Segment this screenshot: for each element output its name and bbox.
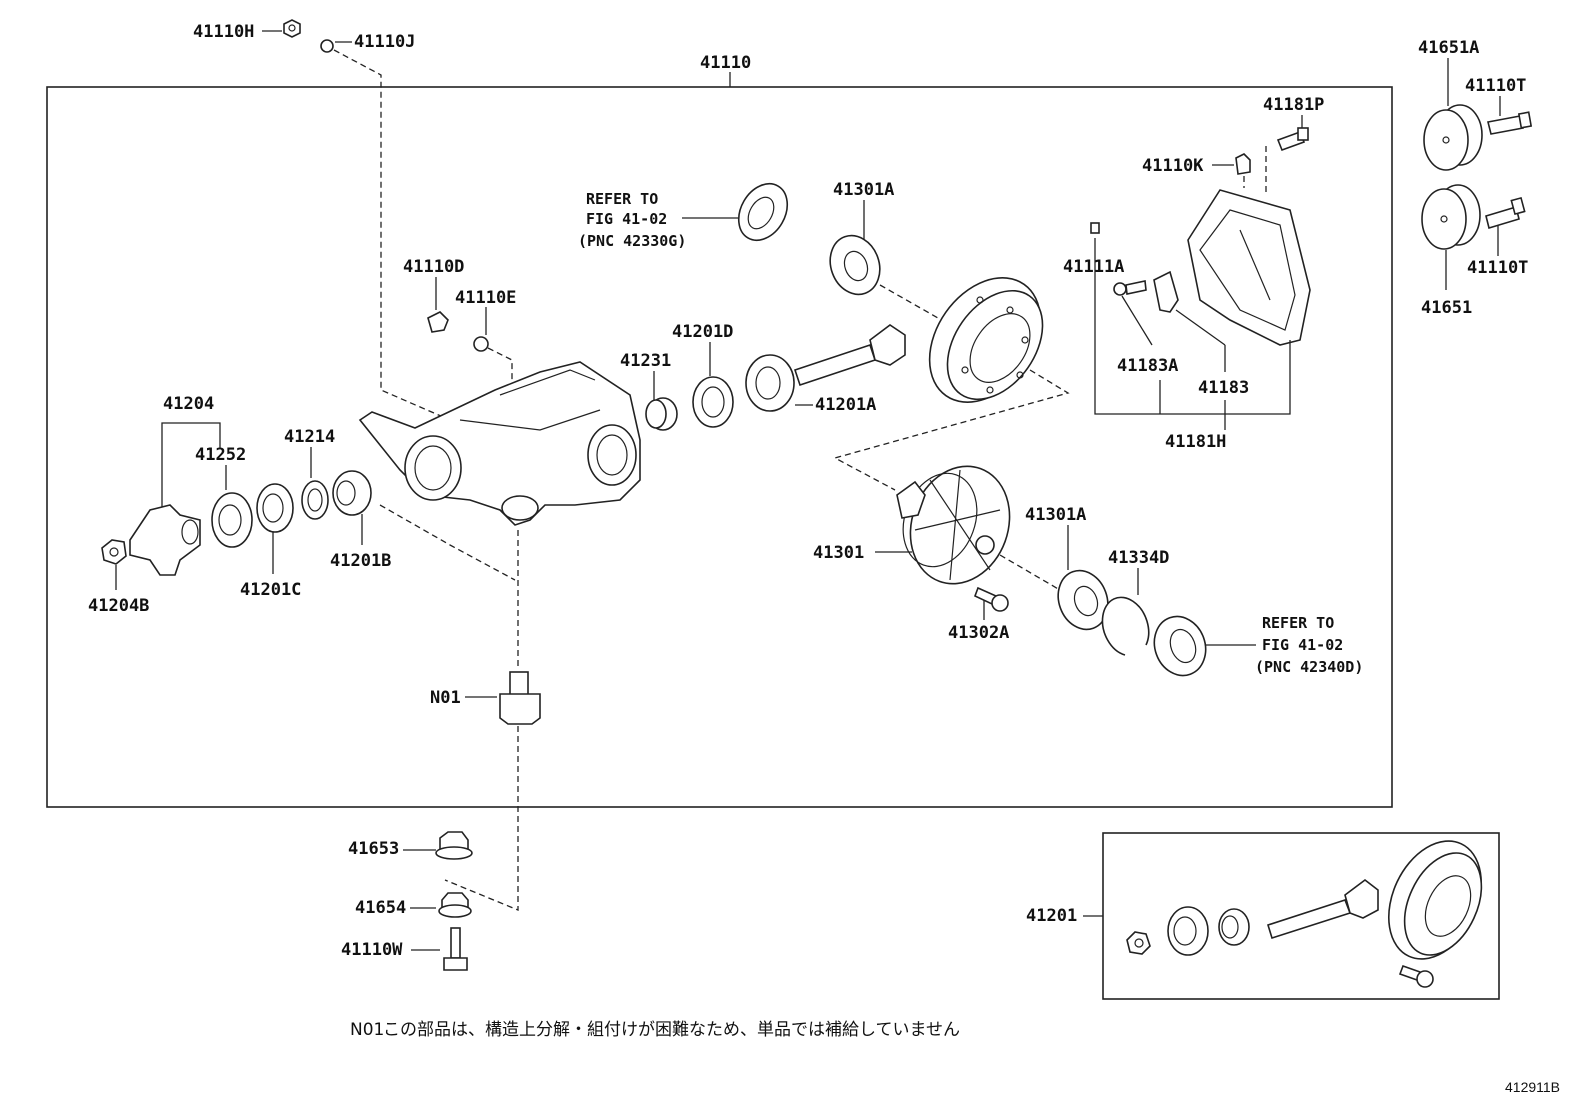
label-41110J[interactable]: 41110J [354, 32, 415, 52]
label-41110H[interactable]: 41110H [193, 22, 254, 42]
bolt-41302A-icon [973, 586, 1009, 612]
plate-41183-icon [1153, 270, 1179, 313]
label-41110E[interactable]: 41110E [455, 288, 516, 308]
spacer-41231-icon [645, 397, 678, 431]
diff-cover-icon [1187, 189, 1311, 346]
differential-case-icon [896, 465, 1011, 585]
label-41204B[interactable]: 41204B [88, 596, 149, 616]
differential-carrier-icon [358, 361, 641, 526]
label-N01[interactable]: N01 [430, 688, 461, 708]
label-41654[interactable]: 41654 [355, 898, 406, 918]
drive-pinion-icon [793, 324, 906, 387]
refer-right-line2: FIG 41-02 [1262, 636, 1343, 654]
refer-top-line2: FIG 41-02 [586, 210, 667, 228]
bearing-41201B-icon [332, 470, 372, 516]
dust-deflector-41252-icon [211, 492, 253, 548]
kit-bearing-a-icon [1167, 906, 1209, 956]
label-41301A-top[interactable]: 41301A [833, 180, 894, 200]
nut-41110H-icon [283, 19, 301, 38]
refer-right-line1: REFER TO [1262, 614, 1334, 632]
label-41110K[interactable]: 41110K [1142, 156, 1204, 176]
kit-bolt-icon [1398, 964, 1434, 988]
plug-41110D-icon [427, 311, 449, 333]
label-41653[interactable]: 41653 [348, 839, 399, 859]
cushion-41654-icon [438, 892, 472, 918]
bolt-41110T-b-icon [1485, 196, 1526, 230]
washer-41201D-icon [692, 376, 734, 428]
nut-41204B-icon [101, 539, 127, 565]
bolt-41183A-icon [1113, 280, 1147, 296]
label-41302A[interactable]: 41302A [948, 623, 1009, 643]
flange-41651A-icon [1423, 104, 1483, 171]
kit-nut-icon [1126, 931, 1151, 955]
oil-seal-top-icon [737, 182, 789, 242]
spacer-41214-icon [301, 480, 329, 520]
label-41183A[interactable]: 41183A [1117, 356, 1178, 376]
pin-41111A-icon [1090, 222, 1100, 234]
ring-gear-icon [928, 277, 1044, 403]
label-41334D[interactable]: 41334D [1108, 548, 1169, 568]
bearing-41301A-top-icon [829, 234, 881, 296]
figure-id: 412911B [1505, 1079, 1560, 1095]
kit-spacer-icon [1218, 908, 1250, 946]
label-41201A[interactable]: 41201A [815, 395, 876, 415]
stopper-41653-icon [435, 831, 473, 860]
label-41231[interactable]: 41231 [620, 351, 671, 371]
label-41183[interactable]: 41183 [1198, 378, 1249, 398]
bolt-41110W-icon [443, 927, 468, 971]
label-41110[interactable]: 41110 [700, 53, 751, 73]
label-41651A[interactable]: 41651A [1418, 38, 1479, 58]
label-41181P[interactable]: 41181P [1263, 95, 1324, 115]
main-assembly-frame [46, 86, 1393, 808]
label-41110T-a[interactable]: 41110T [1465, 76, 1526, 96]
breather-41110K-icon [1235, 153, 1251, 175]
bearing-41301A-mid-icon [1057, 569, 1109, 631]
label-41204[interactable]: 41204 [163, 394, 214, 414]
label-41201C[interactable]: 41201C [240, 580, 301, 600]
label-41181H[interactable]: 41181H [1165, 432, 1226, 452]
label-41201[interactable]: 41201 [1026, 906, 1077, 926]
washer-41110J-icon [320, 39, 334, 53]
flange-41651-icon [1421, 184, 1481, 250]
label-41301A-mid[interactable]: 41301A [1025, 505, 1086, 525]
kit-ring-gear-icon [1387, 840, 1483, 960]
companion-flange-icon [129, 504, 201, 576]
oil-seal-right-icon [1153, 615, 1207, 677]
label-41111A[interactable]: 41111A [1063, 257, 1124, 277]
bolt-41110T-a-icon [1487, 111, 1533, 135]
gasket-41110E-icon [473, 336, 489, 352]
refer-top-line1: REFER TO [586, 190, 658, 208]
bearing-41201A-icon [745, 354, 795, 412]
label-41301[interactable]: 41301 [813, 543, 864, 563]
label-41651[interactable]: 41651 [1421, 298, 1472, 318]
footnote-code: N01 [350, 1020, 384, 1040]
refer-right-line3: (PNC 42340D) [1255, 658, 1363, 676]
bolt-41181P-icon [1276, 127, 1309, 152]
label-41110D[interactable]: 41110D [403, 257, 464, 277]
bushing-N01-icon [499, 671, 541, 725]
kit-pinion-icon [1267, 878, 1379, 940]
label-41110W[interactable]: 41110W [341, 940, 403, 960]
label-41110T-b[interactable]: 41110T [1467, 258, 1528, 278]
label-41201B[interactable]: 41201B [330, 551, 391, 571]
label-41252[interactable]: 41252 [195, 445, 246, 465]
footnote-text: この部品は、構造上分解・組付けが困難なため、単品では補給していません [383, 1020, 960, 1040]
label-41201D[interactable]: 41201D [672, 322, 733, 342]
label-41214[interactable]: 41214 [284, 427, 335, 447]
snap-ring-41334D-icon [1101, 596, 1150, 656]
oil-seal-41201C-icon [256, 483, 294, 533]
refer-top-line3: (PNC 42330G) [578, 232, 686, 250]
